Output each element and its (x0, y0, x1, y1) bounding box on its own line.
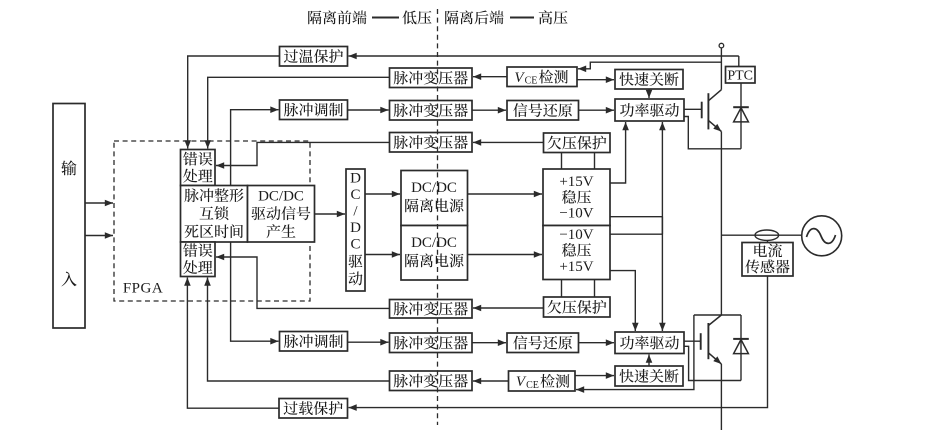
svg-text:V: V (516, 374, 527, 390)
svg-text:/: / (353, 204, 358, 220)
svg-text:−10V: −10V (559, 206, 593, 222)
svg-text:FPGA: FPGA (123, 281, 163, 297)
svg-text:DC/DC: DC/DC (258, 188, 304, 204)
svg-text:V: V (514, 70, 525, 86)
svg-text:DC/DC: DC/DC (411, 235, 457, 251)
svg-text:CE: CE (525, 76, 538, 87)
svg-text:D: D (350, 171, 361, 187)
svg-text:D: D (350, 220, 361, 236)
svg-text:+15V: +15V (559, 174, 593, 190)
svg-text:+15V: +15V (559, 259, 593, 275)
svg-text:DC/DC: DC/DC (411, 180, 457, 196)
svg-text:C: C (350, 187, 360, 203)
svg-text:CE: CE (526, 380, 539, 391)
svg-text:−10V: −10V (559, 227, 593, 243)
svg-text:C: C (350, 237, 360, 253)
svg-text:PTC: PTC (727, 69, 753, 84)
